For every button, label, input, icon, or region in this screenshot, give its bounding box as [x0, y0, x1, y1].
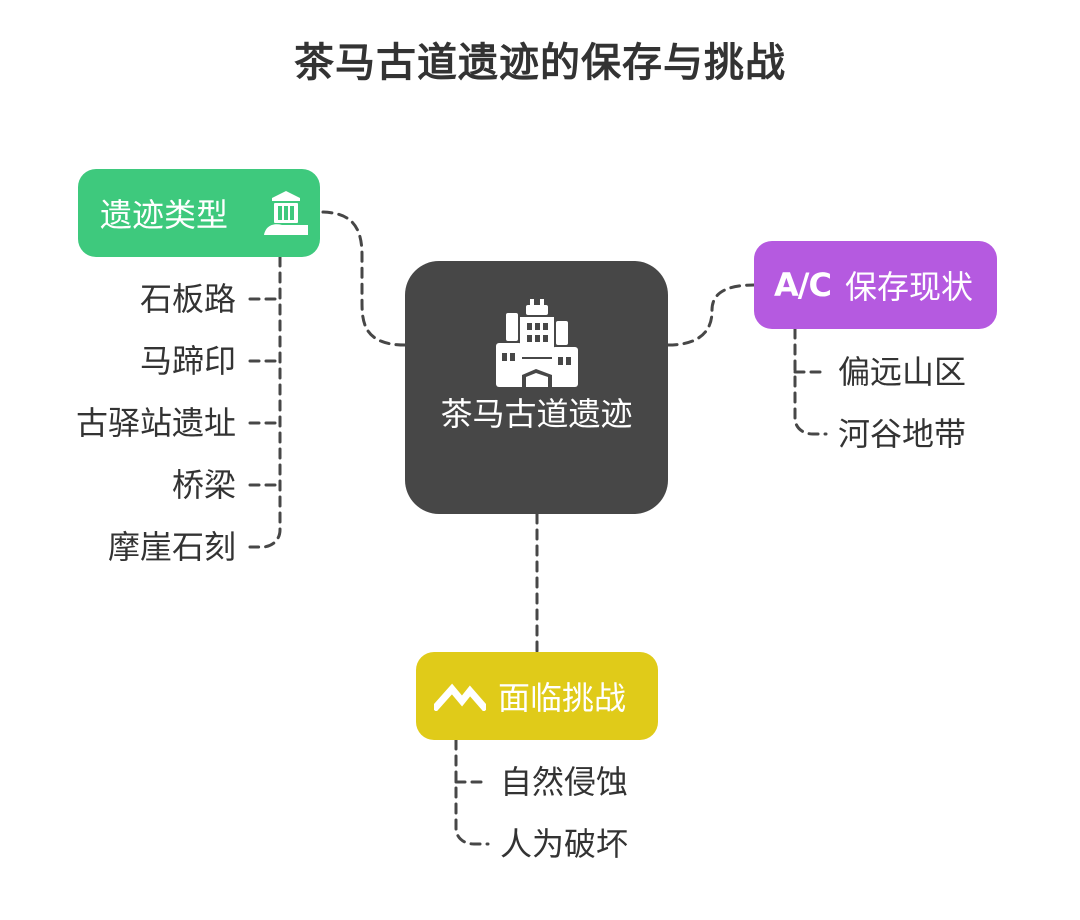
page-title: 茶马古道遗迹的保存与挑战 [294, 40, 786, 86]
leaf-challenge-1: 人为破坏 [500, 825, 629, 863]
connector-challenge-trunk [454, 738, 490, 846]
leaf-types-1: 马蹄印 [139, 342, 236, 380]
leaf-types-4: 摩崖石刻 [107, 528, 236, 566]
branch-types-label: 遗迹类型 [100, 196, 229, 234]
palace-icon [496, 299, 578, 387]
connector-types-trunk [248, 255, 282, 549]
connector-status-trunk [793, 327, 828, 436]
ac-icon: A/C [774, 266, 832, 304]
leaf-status-0: 偏远山区 [838, 353, 967, 391]
connector-center-types [318, 210, 407, 347]
center-label: 茶马古道遗迹 [440, 395, 633, 433]
connector-center-status [666, 283, 756, 347]
center-node[interactable]: 茶马古道遗迹 [405, 261, 668, 514]
mountain-icon [434, 683, 486, 711]
branch-status[interactable]: A/C 保存现状 [754, 241, 997, 329]
leaf-types-0: 石板路 [139, 280, 236, 318]
leaf-challenge-0: 自然侵蚀 [500, 763, 629, 801]
branch-status-label: 保存现状 [844, 268, 973, 306]
branch-challenge[interactable]: 面临挑战 [416, 652, 658, 740]
leaf-status-1: 河谷地带 [838, 415, 967, 453]
leaf-types-2: 古驿站遗址 [75, 404, 236, 442]
branch-challenge-label: 面临挑战 [498, 679, 627, 717]
branch-types[interactable]: 遗迹类型 [78, 169, 320, 257]
leaf-types-3: 桥梁 [171, 466, 236, 504]
tower-icon [264, 191, 309, 235]
